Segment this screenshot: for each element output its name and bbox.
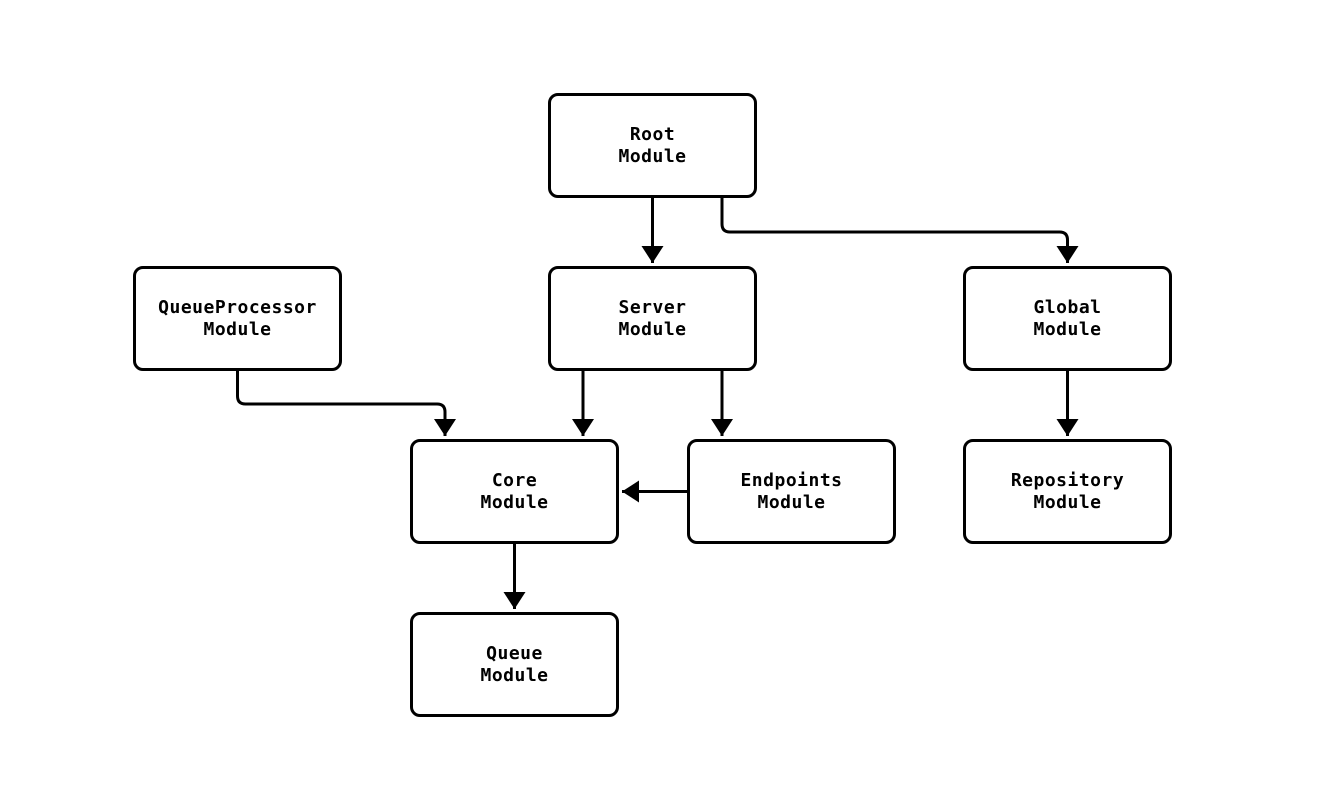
node-endpoints-label-line: Module xyxy=(757,491,826,513)
node-server-label-line: Server xyxy=(618,296,687,318)
node-queue-label-line: Queue xyxy=(486,642,543,664)
edge-queueprocessor-core xyxy=(236,371,456,436)
node-queue-label-line: Module xyxy=(480,664,549,686)
node-server-label-line: Module xyxy=(618,318,687,340)
node-root-label-line: Module xyxy=(618,145,687,167)
node-core-label-line: Module xyxy=(480,491,549,513)
node-queueprocessor-label-line: Module xyxy=(203,318,272,340)
node-core-label-line: Core xyxy=(491,469,538,491)
edge-root-global xyxy=(720,198,1079,263)
node-endpoints-label-line: Endpoints xyxy=(740,469,843,491)
node-global-label-line: Module xyxy=(1033,318,1102,340)
node-queueprocessor-label-line: QueueProcessor xyxy=(158,296,317,318)
node-repository-label-line: Module xyxy=(1033,491,1102,513)
node-repository-label-line: Repository xyxy=(1010,469,1125,491)
node-root-label-line: Root xyxy=(629,123,676,145)
node-global-label-line: Global xyxy=(1033,296,1102,318)
